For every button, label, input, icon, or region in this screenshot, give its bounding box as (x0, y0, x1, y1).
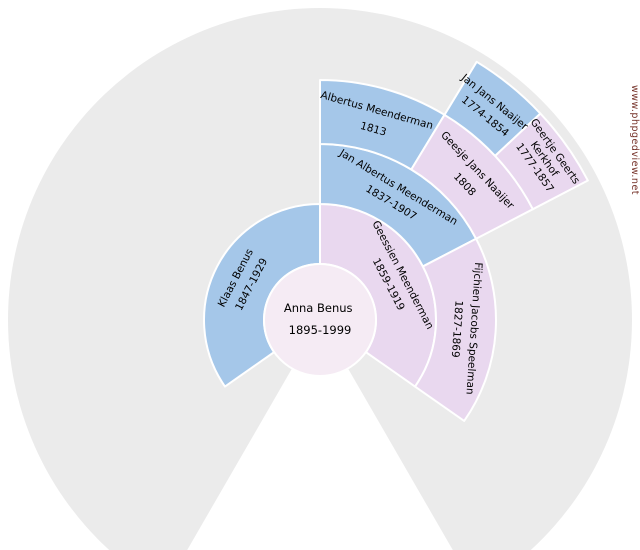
watermark-text: www.phpgedview.net (629, 85, 640, 195)
cell-maternal-gg-grandmother[interactable] (494, 112, 589, 211)
cell-center-person[interactable] (263, 263, 377, 377)
svg-text:Anna Benus 1895-1999: Anna Benus 1895-1999 (284, 301, 356, 337)
label-center-person: Anna Benus 1895-1999 (284, 301, 356, 337)
maternal-grandmother-dates: 1827-1869 (449, 300, 465, 358)
center-dates: 1895-1999 (289, 323, 352, 337)
cell-maternal-grandmother[interactable] (414, 237, 497, 422)
center-name: Anna Benus (284, 301, 353, 315)
phpgedview-watermark: www.phpgedview.net (629, 85, 640, 195)
